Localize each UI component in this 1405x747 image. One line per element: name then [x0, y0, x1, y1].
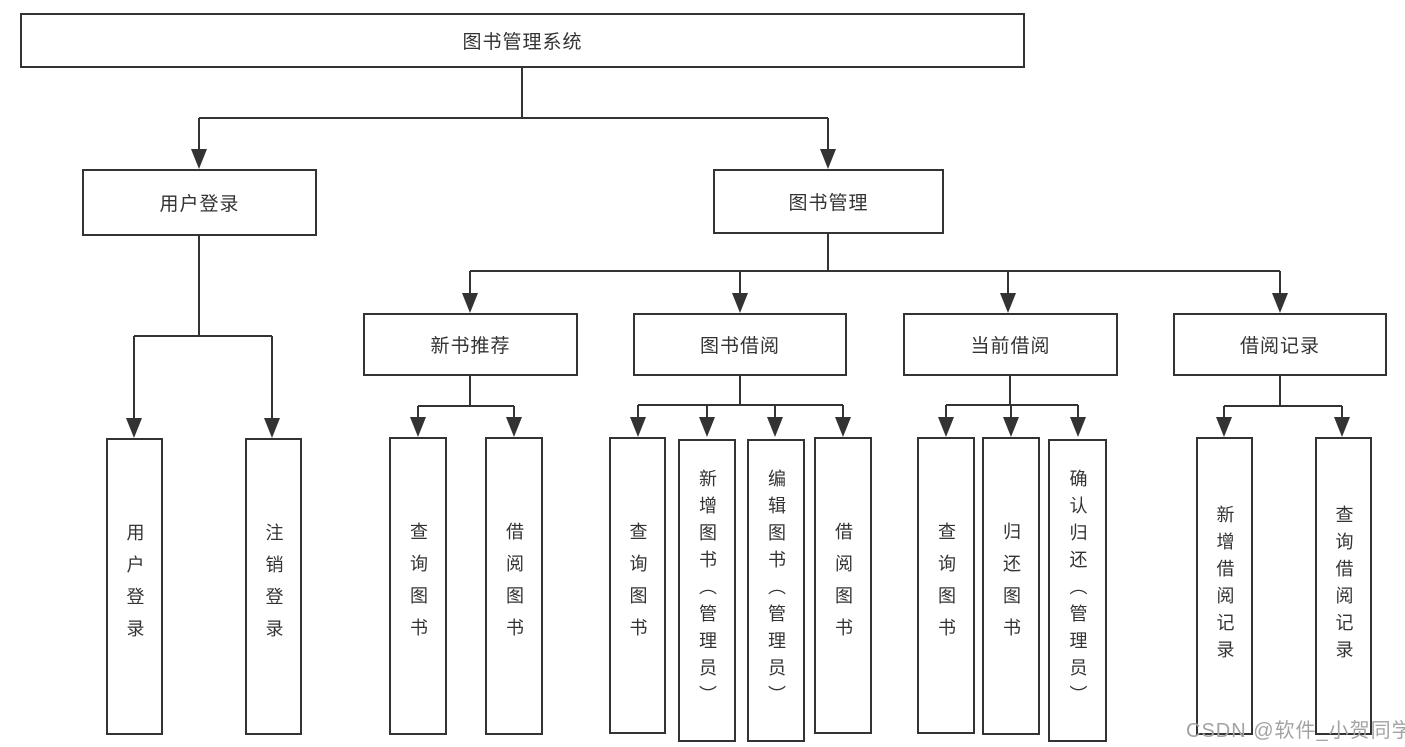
csdn-watermark: CSDN @软件_小贺同学 [1186, 720, 1405, 742]
arrow-down-icon [1216, 417, 1232, 437]
leaf-label: 查询借阅记录 [1333, 505, 1354, 667]
node-label: 图书管理系统 [462, 32, 583, 53]
leaf-logout: 注销登录 [245, 438, 302, 735]
leaf-add-books-admin: 新增图书（管理员） [678, 439, 736, 742]
leaf-label: 注销登录 [263, 522, 284, 651]
node-book-management: 图书管理 [713, 169, 944, 234]
arrow-down-icon [767, 417, 783, 437]
arrow-down-icon [1000, 293, 1016, 313]
leaf-label: 新增图书（管理员） [697, 469, 717, 712]
arrow-down-icon [1003, 417, 1019, 437]
leaf-label: 用户登录 [124, 522, 145, 651]
leaf-borrow-books: 借阅图书 [814, 437, 872, 734]
leaf-label: 借阅图书 [833, 521, 853, 650]
arrow-down-icon [264, 418, 280, 438]
leaf-query-books-recommend: 查询图书 [389, 437, 447, 735]
leaf-label: 借阅图书 [504, 522, 524, 650]
node-label: 新书推荐 [430, 336, 511, 357]
node-current-borrowing: 当前借阅 [903, 313, 1118, 376]
leaf-label: 编辑图书（管理员） [766, 469, 786, 712]
leaf-label: 查询图书 [936, 521, 956, 650]
node-library-management-system: 图书管理系统 [20, 13, 1025, 68]
node-user-login: 用户登录 [82, 169, 317, 236]
arrow-down-icon [410, 417, 426, 437]
leaf-label: 新增借阅记录 [1214, 505, 1235, 667]
arrow-down-icon [835, 417, 851, 437]
leaf-edit-books-admin: 编辑图书（管理员） [747, 439, 805, 742]
arrow-down-icon [1070, 417, 1086, 437]
arrow-down-icon [126, 418, 142, 438]
leaf-query-books-borrowing: 查询图书 [609, 437, 666, 734]
arrow-down-icon [1334, 417, 1350, 437]
arrow-down-icon [1272, 293, 1288, 313]
node-label: 当前借阅 [970, 336, 1051, 357]
arrow-down-icon [462, 293, 478, 313]
leaf-label: 查询图书 [627, 521, 648, 650]
leaf-borrow-books-recommend: 借阅图书 [485, 437, 543, 735]
arrow-down-icon [630, 417, 646, 437]
arrow-down-icon [732, 293, 748, 313]
tree-branches [133, 68, 1343, 422]
node-book-borrowing: 图书借阅 [633, 313, 847, 376]
arrow-down-icon [938, 417, 954, 437]
node-new-book-recommendation: 新书推荐 [363, 313, 578, 376]
arrow-down-icon [506, 417, 522, 437]
node-label: 图书管理 [788, 193, 869, 214]
leaf-add-borrow-record: 新增借阅记录 [1196, 437, 1253, 735]
arrow-down-icon [820, 149, 836, 169]
leaf-query-borrow-record: 查询借阅记录 [1315, 437, 1372, 735]
arrowheads [126, 149, 1350, 438]
leaf-user-login: 用户登录 [106, 438, 163, 735]
arrow-down-icon [191, 149, 207, 169]
node-borrowing-records: 借阅记录 [1173, 313, 1387, 376]
node-label: 用户登录 [159, 194, 240, 215]
leaf-label: 确认归还（管理员） [1067, 469, 1088, 712]
leaf-query-books-current: 查询图书 [917, 437, 975, 734]
leaf-label: 查询图书 [408, 522, 428, 650]
leaf-return-books: 归还图书 [982, 437, 1040, 735]
leaf-confirm-return-admin: 确认归还（管理员） [1048, 439, 1107, 742]
arrow-down-icon [699, 417, 715, 437]
node-label: 借阅记录 [1239, 336, 1320, 357]
node-label: 图书借阅 [699, 336, 780, 357]
leaf-label: 归还图书 [1001, 522, 1021, 650]
